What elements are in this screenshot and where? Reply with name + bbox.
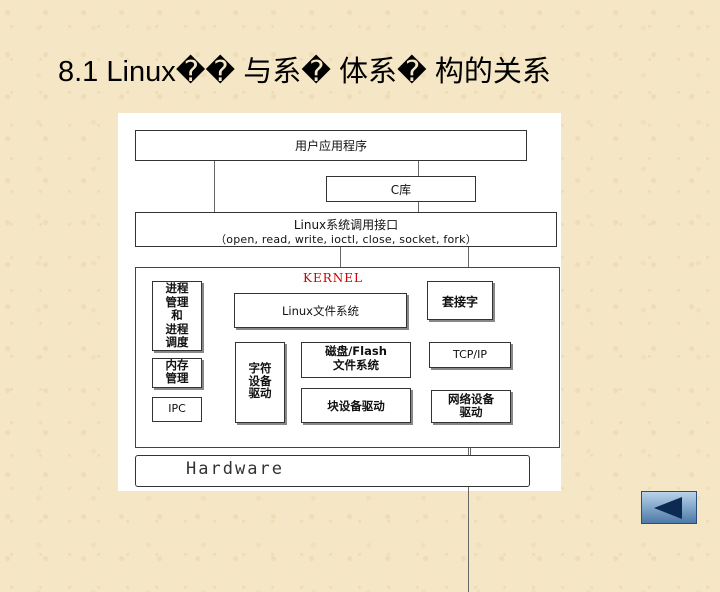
block-driver-label: 块设备驱动	[327, 399, 385, 413]
net-driver-box	[431, 390, 511, 423]
linux-filesystem-box	[234, 293, 407, 328]
triangle-left-icon	[654, 497, 682, 519]
char-driver-label: 字符设备驱动	[248, 361, 272, 400]
process-management-box	[152, 281, 202, 351]
memory-management-box	[152, 358, 202, 388]
c-library-box	[326, 176, 476, 202]
hardware-label: Hardware	[186, 459, 284, 479]
hardware-box	[135, 455, 530, 487]
connector-line	[418, 202, 419, 212]
syscall-interface-title: Linux系统调用接口	[293, 218, 399, 232]
process-management-label: 进程管理和进程调度	[165, 281, 189, 349]
ipc-label: IPC	[168, 402, 186, 415]
connector-line	[214, 161, 215, 213]
memory-management-label: 内存管理	[165, 358, 189, 385]
ipc-box	[152, 397, 202, 422]
connector-line	[418, 161, 419, 176]
user-application-box	[135, 130, 527, 161]
tcpip-box	[429, 342, 511, 368]
net-driver-label: 网络设备驱动	[448, 392, 494, 419]
socket-box	[427, 281, 493, 320]
block-driver-box	[301, 388, 411, 423]
user-application-label: 用户应用程序	[294, 139, 367, 153]
c-library-label: C库	[390, 183, 412, 197]
linux-architecture-diagram: 用户应用程序 C库 Linux系统调用接口 （open, read, write…	[118, 113, 561, 592]
kernel-label: KERNEL	[303, 271, 363, 285]
syscall-interface-box	[135, 212, 557, 247]
disk-flash-fs-box	[301, 342, 411, 378]
connector-line	[470, 441, 471, 455]
socket-label: 套接字	[441, 295, 478, 309]
linux-filesystem-label: Linux文件系统	[282, 304, 359, 318]
tcpip-label: TCP/IP	[453, 348, 487, 361]
char-driver-box	[235, 342, 285, 423]
back-button[interactable]	[641, 491, 697, 524]
syscall-list: （open, read, write, ioctl, close, socket…	[215, 233, 477, 246]
slide-title: 8.1 Linux�� 与系� 体系� 构的关系	[58, 56, 551, 88]
